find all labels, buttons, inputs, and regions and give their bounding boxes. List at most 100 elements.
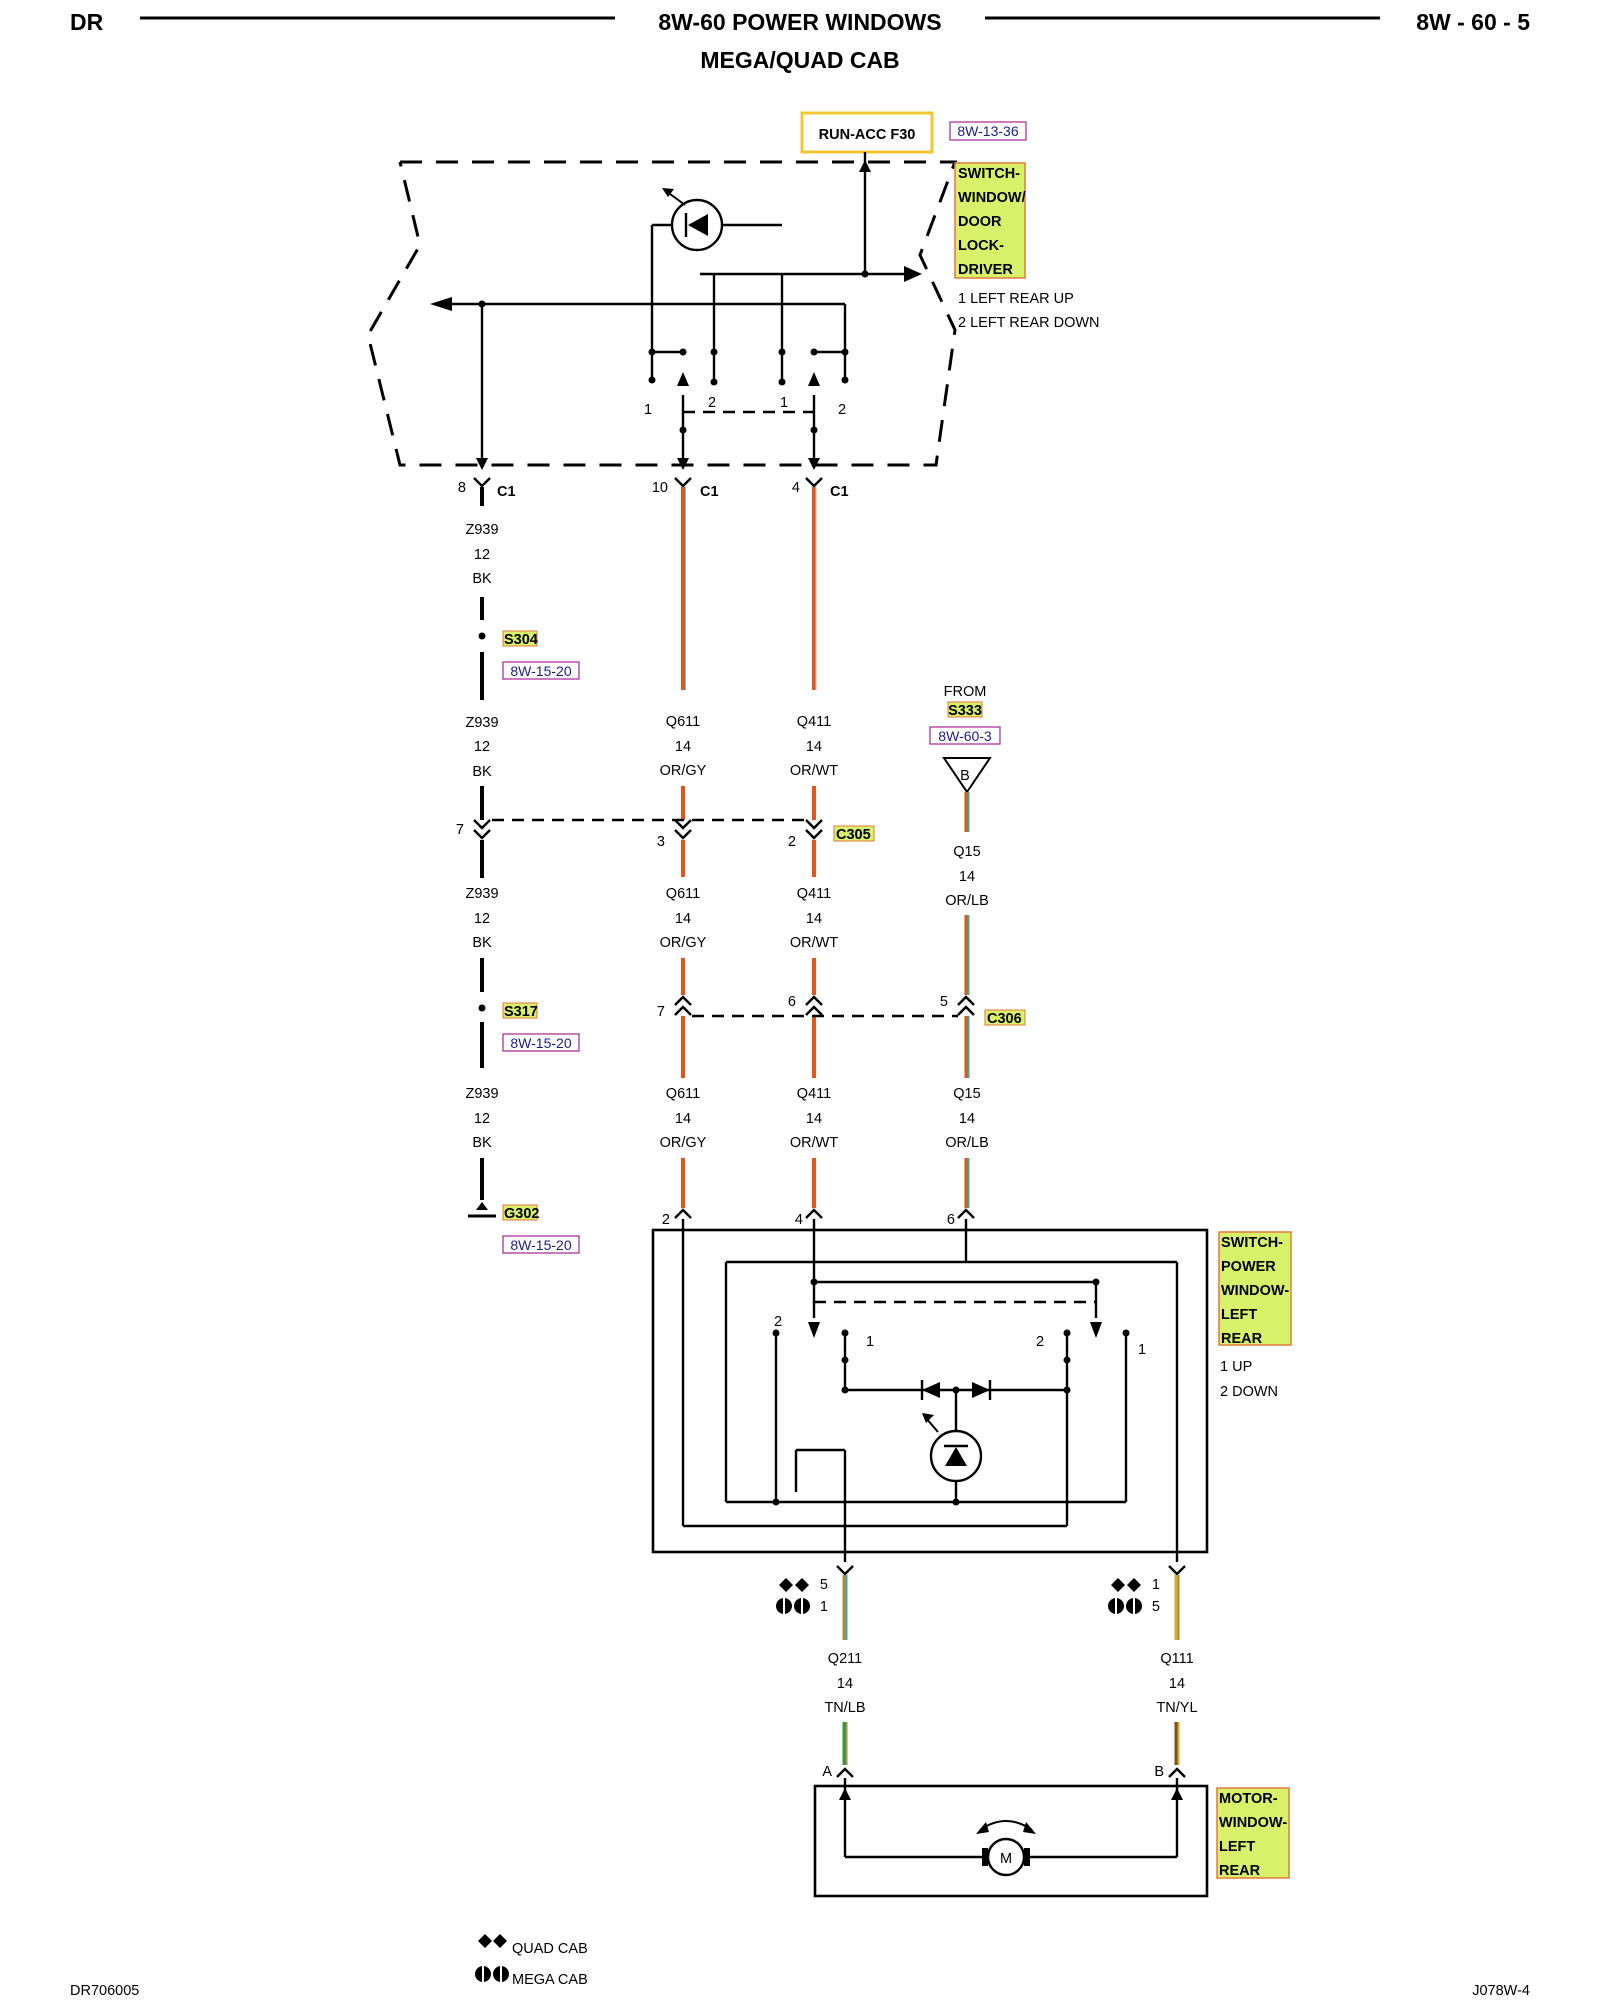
lr-switch-name-1: SWITCH- xyxy=(1221,1235,1283,1251)
s317-ref: 8W-15-20 xyxy=(510,1035,571,1051)
z939-circuit-3: Z939 xyxy=(465,886,498,902)
output-connectors: 5 1 1 5 Q211 14 TN/LB Q111 xyxy=(776,1565,1198,1765)
s333-pin: B xyxy=(960,768,970,784)
q15-color-2: OR/LB xyxy=(945,1135,989,1151)
lr-switch-name-3: WINDOW- xyxy=(1221,1283,1289,1299)
motor-name-2: WINDOW- xyxy=(1219,1815,1287,1831)
c306-label: C306 xyxy=(987,1011,1022,1027)
q411-gauge-3: 14 xyxy=(806,1111,822,1127)
header-left: DR xyxy=(70,9,104,35)
z939-circuit-4: Z939 xyxy=(465,1086,498,1102)
z939-circuit-2: Z939 xyxy=(465,715,498,731)
motor-pin-b: B xyxy=(1154,1764,1164,1780)
c305-label: C305 xyxy=(836,827,871,843)
c1-pin-q411: 4 xyxy=(792,480,800,496)
c1-connectors: 8 C1 10 C1 4 C1 xyxy=(458,477,849,500)
c1-pin-q611: 10 xyxy=(652,480,668,496)
motor-window-left-rear: A B M MOTOR- WINDOW- LEFT REAR xyxy=(813,1764,1290,1898)
s304-label: S304 xyxy=(504,632,538,648)
c306-pin-q411: 6 xyxy=(788,994,796,1010)
q411-circuit-1: Q411 xyxy=(797,714,831,730)
q15-circuit-2: Q15 xyxy=(953,1086,980,1102)
footer-left: DR706005 xyxy=(70,1983,139,1999)
lr-contact-1: 2 xyxy=(774,1314,782,1330)
q611-circuit-1: Q611 xyxy=(666,714,700,730)
footer-right: J078W-4 xyxy=(1472,1983,1530,1999)
q411-gauge-2: 14 xyxy=(806,911,822,927)
s317-label: S317 xyxy=(504,1004,538,1020)
c306-pin-q15: 5 xyxy=(940,994,948,1010)
q411-color-1: OR/WT xyxy=(790,763,838,779)
driver-switch-name-3: DOOR xyxy=(958,214,1002,230)
q411-color-2: OR/WT xyxy=(790,935,838,951)
q611-color-2: OR/GY xyxy=(660,935,707,951)
z939-color-1: BK xyxy=(472,571,492,587)
lr-switch: 2 4 6 SWITCH- POWER WINDOW- LEFT REAR 1 … xyxy=(651,1208,1292,1562)
motor-pin-a: A xyxy=(822,1764,832,1780)
sw-pin-q211-mega: 1 xyxy=(820,1599,828,1615)
lr-switch-note-1: 1 UP xyxy=(1220,1359,1252,1375)
page-header: DR 8W-60 POWER WINDOWS 8W - 60 - 5 MEGA/… xyxy=(70,9,1530,73)
lr-switch-name-4: LEFT xyxy=(1221,1307,1257,1323)
driver-contact-2: 2 xyxy=(708,395,716,411)
c1-label-1: C1 xyxy=(497,484,516,500)
run-acc-fuse-label: RUN-ACC F30 xyxy=(819,127,916,143)
q611-gauge-3: 14 xyxy=(675,1111,691,1127)
z939-color-4: BK xyxy=(472,1135,492,1151)
driver-switch-name-2: WINDOW/ xyxy=(958,190,1026,206)
z939-gauge-3: 12 xyxy=(474,911,490,927)
q211-circuit: Q211 xyxy=(828,1651,862,1667)
motor-name-3: LEFT xyxy=(1219,1839,1255,1855)
c306-connector: 7 6 5 C306 xyxy=(657,994,1026,1027)
lr-switch-note-2: 2 DOWN xyxy=(1220,1384,1278,1400)
z939-gauge-1: 12 xyxy=(474,547,490,563)
sw-pin-q111-mega: 5 xyxy=(1152,1599,1160,1615)
motor-symbol: M xyxy=(1000,1851,1012,1867)
c306-pin-q611: 7 xyxy=(657,1004,665,1020)
lr-switch-name-2: POWER xyxy=(1221,1259,1276,1275)
driver-switch-name-1: SWITCH- xyxy=(958,166,1020,182)
page-title: 8W-60 POWER WINDOWS xyxy=(658,9,941,35)
lr-switch-name-5: REAR xyxy=(1221,1331,1263,1347)
sw-pin-q15: 6 xyxy=(947,1212,955,1228)
page-subtitle: MEGA/QUAD CAB xyxy=(700,47,899,73)
q111-gauge: 14 xyxy=(1169,1676,1185,1692)
z939-circuit-1: Z939 xyxy=(465,522,498,538)
motor-name-1: MOTOR- xyxy=(1219,1791,1278,1807)
c305-connector: 7 3 2 C305 xyxy=(456,818,875,850)
legend-mega-icon xyxy=(475,1966,509,1982)
q15-circuit-1: Q15 xyxy=(953,844,980,860)
q15-gauge-2: 14 xyxy=(959,1111,975,1127)
z939-gauge-2: 12 xyxy=(474,739,490,755)
q411-gauge-1: 14 xyxy=(806,739,822,755)
wire-q15: FROM S333 8W-60-3 B Q15 14 OR/LB Q15 14 … xyxy=(929,684,1001,1208)
q611-gauge-2: 14 xyxy=(675,911,691,927)
g302-label: G302 xyxy=(504,1206,539,1222)
q411-circuit-3: Q411 xyxy=(797,1086,831,1102)
z939-color-2: BK xyxy=(472,764,492,780)
driver-switch-note-1: 1 LEFT REAR UP xyxy=(958,291,1074,307)
c305-pin-q611: 3 xyxy=(657,834,665,850)
quad-cab-icon xyxy=(779,1578,1141,1592)
c1-label-2: C1 xyxy=(700,484,719,500)
s304-ref: 8W-15-20 xyxy=(510,663,571,679)
q15-gauge-1: 14 xyxy=(959,869,975,885)
driver-contact-3: 1 xyxy=(780,395,788,411)
z939-color-3: BK xyxy=(472,935,492,951)
s333-ref: 8W-60-3 xyxy=(938,728,992,744)
c1-pin-z939: 8 xyxy=(458,480,466,496)
driver-switch: SWITCH- WINDOW/ DOOR LOCK- DRIVER 1 LEFT… xyxy=(366,152,1100,470)
q611-gauge-1: 14 xyxy=(675,739,691,755)
q611-circuit-2: Q611 xyxy=(666,886,700,902)
driver-switch-name-4: LOCK- xyxy=(958,238,1004,254)
lr-contact-3: 2 xyxy=(1036,1334,1044,1350)
q211-color: TN/LB xyxy=(824,1700,865,1716)
driver-switch-note-2: 2 LEFT REAR DOWN xyxy=(958,315,1100,331)
driver-switch-name-5: DRIVER xyxy=(958,262,1013,278)
mega-cab-icon xyxy=(776,1598,1142,1614)
c305-pin-z939: 7 xyxy=(456,822,464,838)
driver-contact-4: 2 xyxy=(838,402,846,418)
sw-pin-q411: 4 xyxy=(795,1212,803,1228)
lr-contact-2: 1 xyxy=(866,1334,874,1350)
